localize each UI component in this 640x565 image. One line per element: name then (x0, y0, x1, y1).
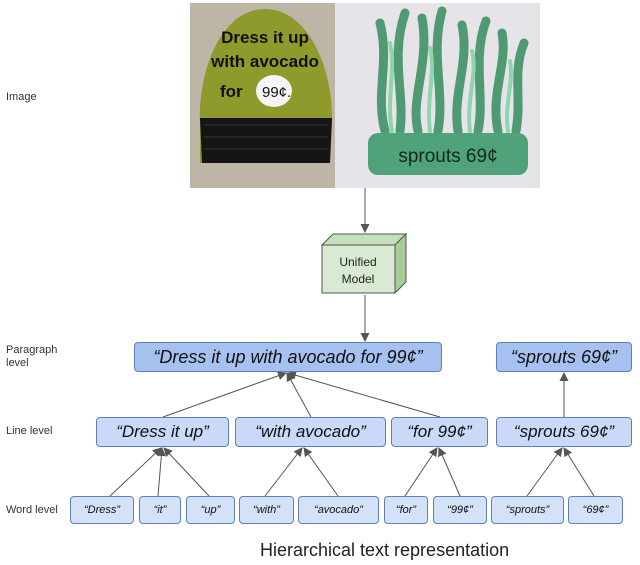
word-node-it: “it” (139, 496, 181, 524)
sign-text-line1: Dress it up (221, 28, 309, 47)
sign-price: 99¢. (262, 84, 291, 101)
arrow-word-dress (109, 447, 162, 497)
sign-text-line2: with avocado (210, 52, 319, 71)
sign-sprouts-text: sprouts 69¢ (398, 146, 497, 167)
produce-signs-photo: Dress it up with avocado for 99¢. sprout… (190, 3, 540, 188)
arrow-line1-to-para1 (162, 371, 287, 418)
arrow-word-up (163, 447, 210, 497)
arrow-word-avocado (303, 447, 339, 497)
arrow-line2-to-para1 (286, 372, 312, 418)
arrow-word-99c (438, 447, 461, 497)
image-level-label: Image (6, 91, 37, 103)
word-level-label: Word level (6, 504, 58, 516)
arrow-word-69c (563, 447, 595, 497)
arrow-word-sprouts (526, 447, 563, 497)
line-node-1: “Dress it up” (96, 417, 229, 447)
arrow-line3-to-para1 (287, 370, 441, 418)
word-node-with: “with” (239, 496, 294, 524)
word-node-dress: “Dress” (70, 496, 134, 524)
word-node-for: “for” (384, 496, 428, 524)
arrow-word-with (264, 447, 303, 497)
unified-model-cube: Unified Model (320, 232, 408, 295)
line-node-4: “sprouts 69¢” (496, 417, 632, 447)
line-node-2: “with avocado” (235, 417, 386, 447)
paragraph-level-label: Paragraph level (6, 344, 58, 369)
arrow-word-for (404, 447, 438, 497)
word-node-up: “up” (186, 496, 235, 524)
line-node-3: “for 99¢” (391, 417, 488, 447)
word-node-sprouts: “sprouts” (491, 496, 564, 524)
figure-caption: Hierarchical text representation (260, 540, 510, 560)
word-node-avocado: “avocado” (298, 496, 379, 524)
arrow-word-it (156, 447, 166, 497)
paragraph-node-1: “Dress it up with avocado for 99¢” (134, 342, 442, 372)
word-node-99c: “99¢” (433, 496, 487, 524)
unified-model-label-line2: Model (342, 272, 375, 286)
line-level-label: Line level (6, 425, 53, 437)
paragraph-node-2: “sprouts 69¢” (496, 342, 632, 372)
sign-text-line3: for (220, 82, 243, 101)
unified-model-label-line1: Unified (339, 255, 376, 269)
word-node-69c: “69¢” (568, 496, 623, 524)
photo-illustration: Dress it up with avocado for 99¢. sprout… (190, 3, 540, 188)
